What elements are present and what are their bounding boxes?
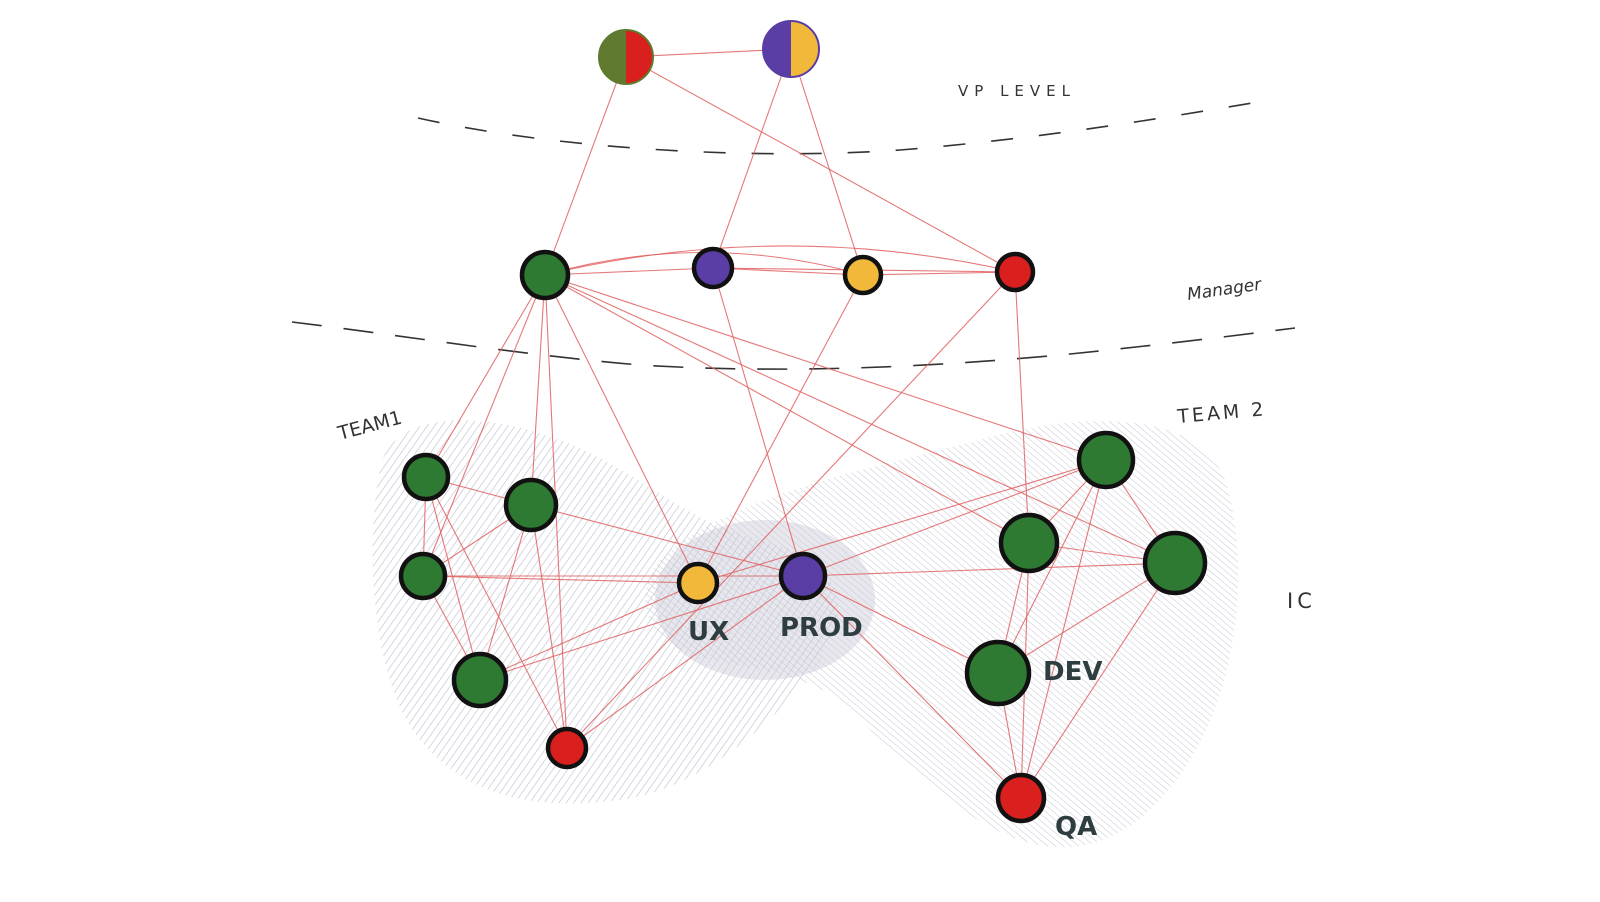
edge-m_green-m_purple	[544, 267, 714, 276]
node-circle	[842, 254, 884, 296]
edge-m_green-ux	[544, 274, 699, 584]
node-circle	[998, 512, 1060, 574]
edge-t2a-qa	[1020, 459, 1107, 799]
edge-t1d-prod	[479, 575, 804, 681]
node-circle	[545, 726, 589, 770]
node-half	[626, 30, 653, 84]
edge-m_red-t1e	[566, 271, 1016, 749]
node-circle	[691, 246, 735, 290]
node-half	[791, 21, 819, 77]
team1-region	[372, 420, 838, 804]
node-vp2	[762, 20, 820, 78]
edge-t1b-t1e	[530, 504, 568, 749]
node-circle	[995, 772, 1047, 824]
node-circle	[964, 639, 1032, 707]
node-m_red	[994, 251, 1036, 293]
node-t1b	[503, 477, 559, 533]
edge-m_purple-prod	[712, 267, 804, 577]
manager-separator-line	[291, 321, 1296, 370]
edge-t1a-t1e	[425, 476, 568, 749]
node-circle	[503, 477, 559, 533]
node-t1d	[451, 651, 509, 709]
edge-t1d-ux	[479, 582, 699, 681]
node-vp1	[598, 29, 654, 85]
edge-ux-t2a	[697, 459, 1107, 584]
node-circle	[1142, 530, 1208, 596]
node-m_green	[519, 249, 571, 301]
node-circle	[778, 551, 828, 601]
node-circle	[1076, 430, 1136, 490]
node-half	[599, 30, 626, 84]
edge-m_green-t1c	[422, 274, 546, 577]
node-qa	[995, 772, 1047, 824]
ux-label: UX	[688, 617, 729, 647]
vp-level-label: VP LEVEL	[958, 82, 1076, 100]
node-dev	[964, 639, 1032, 707]
node-t2c	[1142, 530, 1208, 596]
edge-prod-t2a	[802, 459, 1107, 577]
node-circle	[676, 561, 720, 605]
manager-level-label: Manager	[1186, 275, 1264, 305]
edge-m_green-t2a	[544, 274, 1107, 461]
node-half	[763, 21, 791, 77]
node-m_yellow	[842, 254, 884, 296]
edge-m_green-t1b	[530, 274, 546, 506]
edge-m_yellow-ux	[697, 274, 864, 584]
node-circle	[398, 551, 448, 601]
edge-t1e-prod	[566, 575, 804, 749]
node-circle	[519, 249, 571, 301]
node-t1a	[401, 452, 451, 502]
node-prod	[778, 551, 828, 601]
edge-vp1-m_red	[625, 56, 1016, 273]
edge-prod-dev	[802, 575, 999, 674]
edge-m_green-t1a	[425, 274, 546, 478]
edge-vp1-m_green	[544, 56, 627, 276]
edge-prod-qa	[802, 575, 1022, 799]
node-circle	[401, 452, 451, 502]
edge-m_yellow-m_red	[862, 271, 1016, 276]
edge-prod-t2c	[802, 562, 1176, 577]
node-circle	[994, 251, 1036, 293]
edge-t2a-dev	[997, 459, 1107, 674]
node-t1e	[545, 726, 589, 770]
edge-t1b-t1d	[479, 504, 532, 681]
team1-label: TEAM1	[335, 407, 405, 445]
node-t2a	[1076, 430, 1136, 490]
edge-m_green-m_red	[544, 245, 1016, 276]
edge-m_green-t2b	[544, 274, 1030, 544]
node-outline	[762, 20, 820, 78]
dev-label: DEV	[1043, 657, 1102, 687]
node-t2b	[998, 512, 1060, 574]
node-outline	[598, 29, 654, 85]
edge-t1a-t1d	[425, 476, 481, 681]
qa-label: QA	[1055, 812, 1097, 842]
edge-vp2-m_yellow	[790, 48, 864, 276]
edge-vp2-m_purple	[712, 48, 792, 269]
nodes-group	[398, 20, 1208, 824]
vp-separator-line	[417, 99, 1271, 155]
edge-m_purple-m_yellow	[712, 267, 864, 276]
ic-level-label: IC	[1287, 589, 1316, 613]
node-ux	[676, 561, 720, 605]
team2-region	[645, 420, 1239, 848]
node-t1c	[398, 551, 448, 601]
edge-t2c-dev	[997, 562, 1176, 674]
team2-label: TEAM 2	[1176, 398, 1268, 428]
edge-m_red-t2b	[1014, 271, 1030, 544]
node-circle	[451, 651, 509, 709]
edge-t1c-ux	[422, 575, 699, 584]
edge-t2c-qa	[1020, 562, 1176, 799]
edge-m_green-t2c	[544, 274, 1176, 564]
prod-label: PROD	[780, 613, 863, 643]
edge-t1b-prod	[530, 504, 804, 577]
node-m_purple	[691, 246, 735, 290]
